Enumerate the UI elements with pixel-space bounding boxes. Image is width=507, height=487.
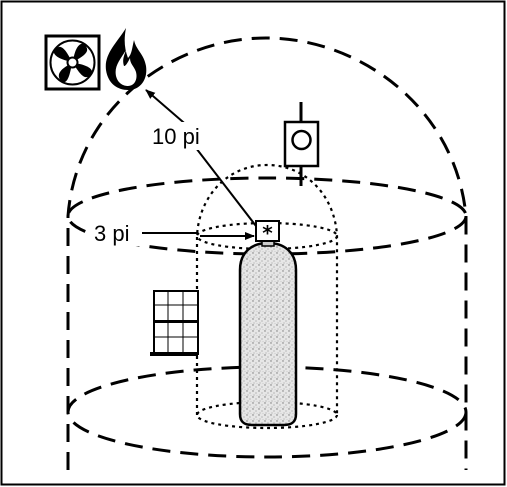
small-dome-outline — [195, 163, 339, 415]
cylinder-body — [238, 241, 298, 427]
large-dome-outline — [66, 36, 468, 470]
large-radius-leader — [195, 147, 257, 227]
fan-icon — [44, 34, 101, 91]
gas-cylinder-icon — [238, 237, 298, 427]
large-radius-arrow — [145, 89, 191, 129]
valve-marker: * — [262, 221, 273, 245]
valve-box — [255, 220, 280, 242]
small-radius-label: 3 pi — [94, 221, 129, 246]
light-switch-icon — [283, 102, 320, 186]
window-icon — [150, 290, 199, 356]
flame-icon — [105, 28, 147, 90]
large-radius-label: 10 pi — [152, 124, 200, 149]
